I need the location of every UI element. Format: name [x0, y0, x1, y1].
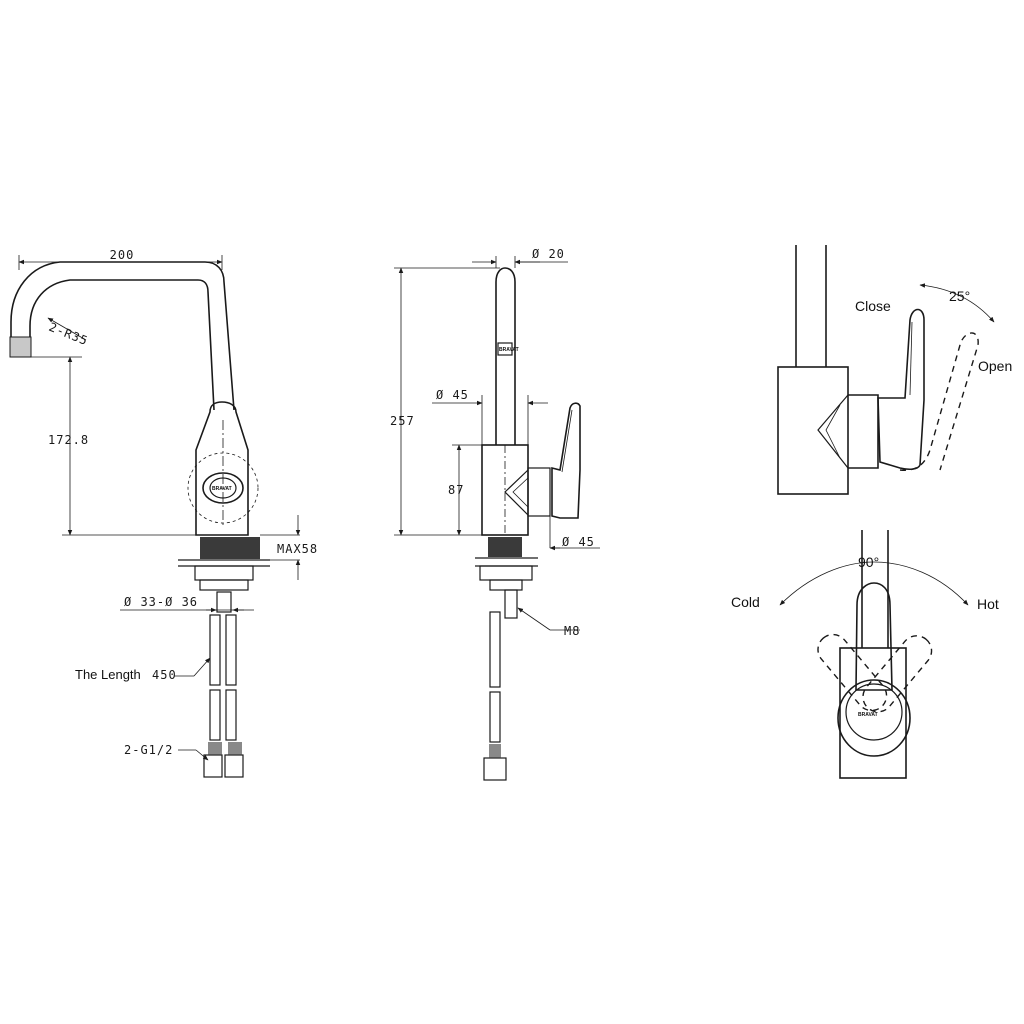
connector-nut-left: [203, 754, 223, 778]
deck-washer: [194, 565, 254, 581]
close-label: Close: [855, 298, 891, 314]
cartridge-cone: [504, 469, 529, 516]
lever-top-view: BRAVAT 90° Cold Hot: [731, 530, 999, 779]
dim-body-diameter-top: Ø 45: [436, 388, 469, 402]
lever-cone: [817, 394, 849, 469]
top-lever-base: [837, 679, 911, 757]
aerator: [9, 336, 32, 358]
lever-closed: [877, 308, 925, 471]
hot-label: Hot: [977, 596, 999, 612]
rotation-angle-label: 90°: [858, 554, 879, 570]
side-brand-mark: [497, 342, 513, 356]
side-view: BRAVAT Ø 20 257: [390, 247, 600, 781]
top-brand-logo: BRAVAT: [858, 712, 878, 718]
dim-spout-radius: 2-R35: [47, 320, 90, 348]
lever-body-block: [777, 366, 849, 495]
lever-base: [202, 472, 244, 504]
side-connector-nut: [483, 757, 507, 781]
open-label: Open: [978, 358, 1012, 374]
lever-open-dashed: [899, 332, 979, 471]
dim-stud-thread: M8: [564, 624, 580, 638]
lever-cold-position: [817, 633, 888, 712]
mount-nut: [199, 579, 249, 591]
cartridge-housing: [527, 467, 551, 517]
dim-mount-hole: Ø 33-Ø 36: [124, 595, 198, 609]
hose-length-label: The Length: [75, 667, 141, 682]
hose-length-value: 450: [152, 668, 177, 682]
connector-nut-right: [224, 754, 244, 778]
side-stud: [504, 589, 518, 619]
angle-arc: [919, 283, 995, 323]
front-view: BRAVAT 200 2-R35 172.8 MAX58: [9, 248, 318, 778]
rotation-arc: [779, 561, 969, 606]
side-lever: [551, 402, 581, 519]
faucet-body: [195, 401, 249, 536]
svg-text:BRAVAT: BRAVAT: [499, 347, 519, 353]
spout-outline: [10, 261, 235, 411]
dim-spout-reach: 200: [110, 248, 135, 262]
hose-right: [225, 614, 237, 686]
brand-logo: BRAVAT: [212, 486, 232, 492]
lever-side-view: 25° Close Open: [777, 245, 1012, 495]
mount-stud: [216, 591, 232, 613]
dim-body-diameter-bottom: Ø 45: [562, 535, 595, 549]
dim-body-height: 87: [448, 483, 464, 497]
cold-label: Cold: [731, 594, 760, 610]
deck-plate: [200, 537, 260, 559]
lever-cartridge: [848, 394, 879, 469]
dim-connector: 2-G1/2: [124, 743, 173, 757]
dim-total-height: 257: [390, 414, 415, 428]
side-washer: [479, 565, 533, 581]
lever-angle-label: 25°: [949, 288, 970, 304]
top-base-plate: [839, 647, 907, 779]
lever-hot-position: [862, 635, 933, 713]
dim-spout-height: 172.8: [48, 433, 89, 447]
hose-left: [209, 614, 221, 686]
dim-spout-diameter: Ø 20: [532, 247, 565, 261]
side-spout: [495, 267, 516, 445]
dim-deck-thickness: MAX58: [277, 542, 318, 556]
